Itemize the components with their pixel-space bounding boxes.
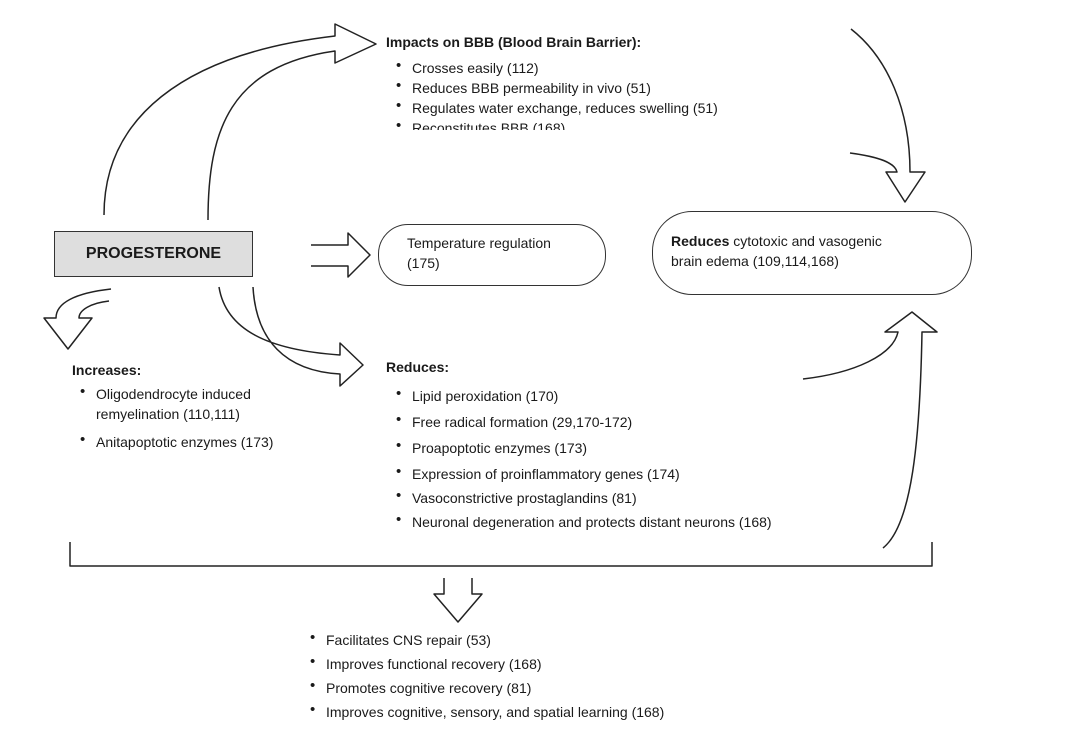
increases-item-line1: Anitapoptotic enzymes (173) (96, 434, 274, 450)
bbb-list: Crosses easily (112) Reduces BBB permeab… (394, 56, 816, 130)
bracket-line (69, 542, 933, 567)
progesterone-box: PROGESTERONE (54, 231, 253, 277)
list-item: Anitapoptotic enzymes (173) (78, 430, 362, 452)
list-item: Reconstitutes BBB (168) (394, 118, 816, 130)
list-item: Expression of proinflammatory genes (174… (394, 459, 856, 487)
list-item: Neuronal degeneration and protects dista… (394, 507, 856, 535)
list-item: Reduces BBB permeability in vivo (51) (394, 76, 816, 98)
bbb-section: Impacts on BBB (Blood Brain Barrier): Cr… (386, 34, 816, 130)
list-item: Regulates water exchange, reduces swelli… (394, 96, 816, 118)
list-item: Lipid peroxidation (170) (394, 381, 856, 409)
outcomes-section: Facilitates CNS repair (53) Improves fun… (308, 626, 768, 724)
progesterone-label: PROGESTERONE (85, 245, 222, 262)
bbb-heading: Impacts on BBB (Blood Brain Barrier): (386, 34, 642, 50)
increases-item-line1: Oligodendrocyte induced (96, 386, 251, 402)
list-item: Improves functional recovery (168) (308, 650, 768, 676)
temperature-line2: (175) (407, 255, 440, 271)
list-item: Proapoptotic enzymes (173) (394, 433, 856, 461)
list-item: Free radical formation (29,170-172) (394, 407, 856, 435)
reduces-heading: Reduces: (386, 359, 450, 375)
reduces-list: Lipid peroxidation (170) Free radical fo… (394, 381, 856, 535)
arrow-to-reduces (218, 286, 364, 387)
list-item: Facilitates CNS repair (53) (308, 626, 768, 652)
arrow-to-temperature (311, 232, 371, 278)
list-item: Crosses easily (112) (394, 56, 816, 78)
list-item: Promotes cognitive recovery (81) (308, 674, 768, 700)
edema-line1-rest: cytotoxic and vasogenic (729, 233, 882, 249)
increases-list: Oligodendrocyte induced remyelination (1… (78, 382, 362, 452)
increases-section: Increases: Oligodendrocyte induced remye… (72, 362, 362, 452)
list-item: Oligodendrocyte induced remyelination (1… (78, 382, 362, 424)
increases-heading: Increases: (72, 362, 142, 378)
arrow-bbb-to-edema (849, 28, 926, 203)
temperature-box: Temperature regulation (175) (378, 224, 606, 286)
edema-bold: Reduces (671, 233, 730, 249)
list-item: Improves cognitive, sensory, and spatial… (308, 698, 768, 724)
temperature-line1: Temperature regulation (407, 235, 551, 251)
list-item: Vasoconstrictive prostaglandins (81) (394, 485, 856, 509)
edema-box: Reduces cytotoxic and vasogenic brain ed… (652, 211, 972, 295)
increases-item-line2: remyelination (110,111) (96, 406, 240, 422)
reduces-section: Reduces: Lipid peroxidation (170) Free r… (386, 359, 856, 535)
arrow-to-increases (43, 288, 112, 350)
edema-line2: brain edema (109,114,168) (671, 253, 839, 269)
arrow-reduces-to-edema (802, 311, 938, 549)
arrow-to-bbb (103, 23, 377, 221)
arrow-to-outcomes (433, 578, 483, 623)
edema-line1: Reduces cytotoxic and vasogenic (671, 231, 971, 251)
outcomes-list: Facilitates CNS repair (53) Improves fun… (308, 626, 768, 724)
